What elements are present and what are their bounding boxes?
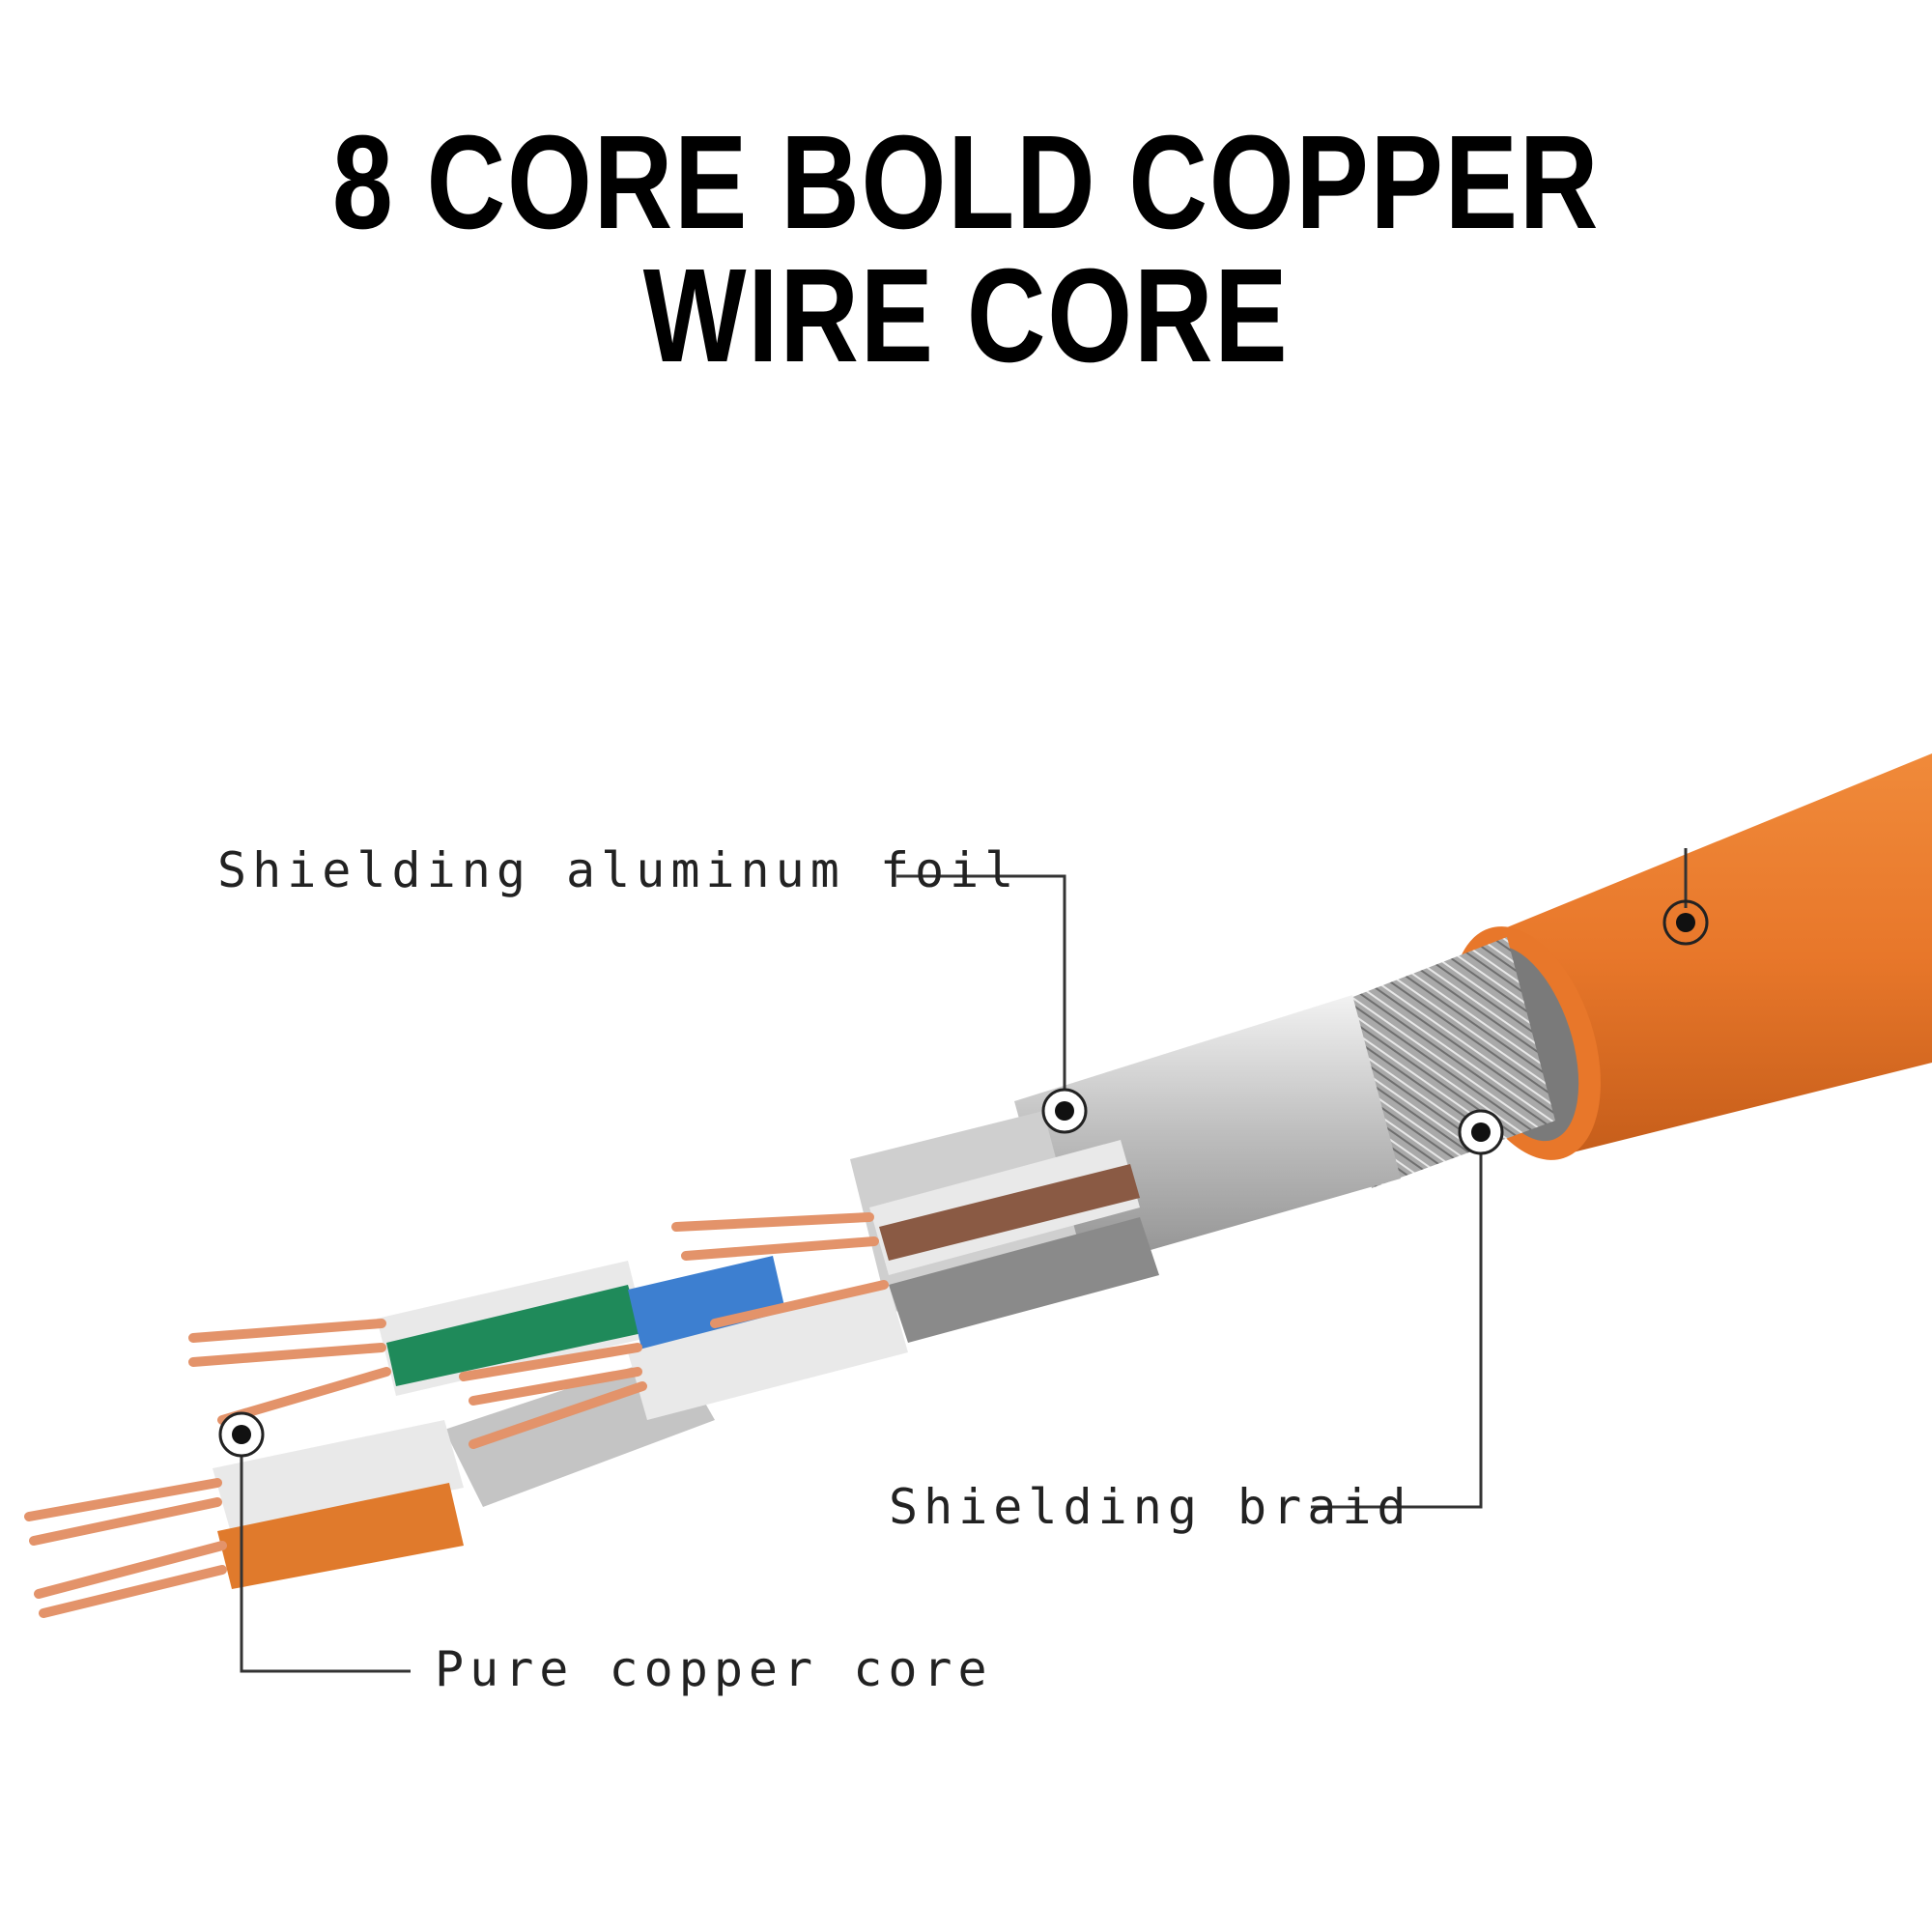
pair-brown	[869, 1140, 1140, 1275]
callout-lines	[240, 848, 1688, 1673]
label-shielding-aluminum-foil: Shielding aluminum foil	[217, 842, 1020, 898]
label-shielding-braid: Shielding braid	[889, 1479, 1412, 1535]
page-title: 8 CORE BOLD COPPER WIRE CORE	[331, 108, 1601, 390]
copper-strands	[24, 1212, 889, 1618]
marker-copper-icon	[218, 1411, 265, 1458]
pair-blue	[628, 1256, 787, 1352]
marker-foil-icon	[1041, 1088, 1088, 1134]
pair-gray	[889, 1217, 1159, 1343]
marker-jacket-icon	[1662, 899, 1709, 946]
pair-orange	[213, 1420, 464, 1589]
label-pure-copper-core: Pure copper core	[435, 1641, 993, 1697]
pair-green	[377, 1261, 647, 1396]
pair-white-lower	[628, 1285, 908, 1420]
marker-braid-icon	[1458, 1109, 1504, 1155]
